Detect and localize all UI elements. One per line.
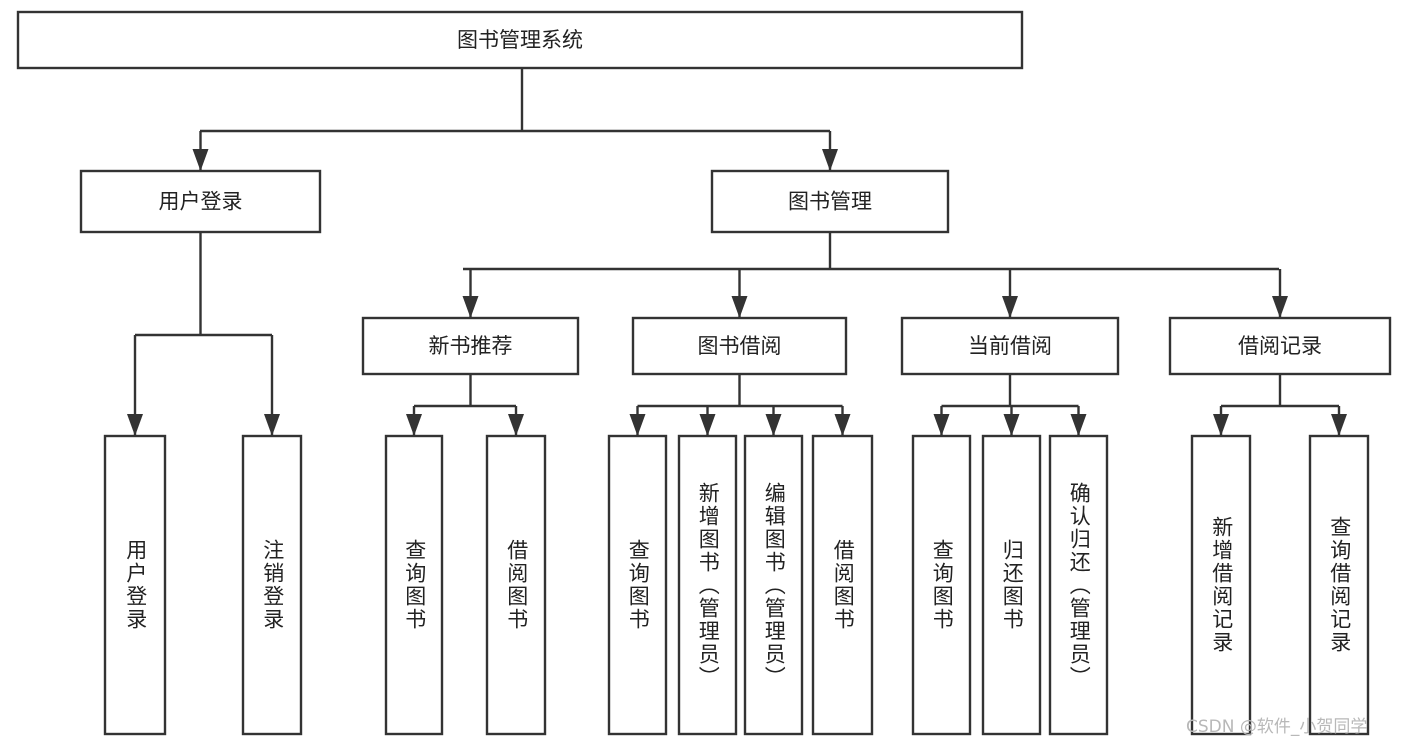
arrow-head-icon xyxy=(765,414,782,436)
node-label-level3-2: 当前借阅 xyxy=(968,334,1052,358)
node-label-level2-1: 图书管理 xyxy=(788,190,872,214)
arrow-head-icon xyxy=(822,149,838,171)
node-label-level3-0: 新书推荐 xyxy=(429,334,513,358)
arrow-head-icon xyxy=(462,296,479,318)
arrow-head-icon xyxy=(192,149,209,171)
node-level2-node-e59bbee4b9a6e7aea1e79086[interactable] xyxy=(710,169,950,234)
csdn-watermark: CSDN @软件_小贺同学 xyxy=(1186,717,1368,737)
arrow-head-icon xyxy=(406,414,422,436)
node-leaf-2-node-e69fa5e8afa2e59bbee4b9a6[interactable] xyxy=(384,434,444,736)
node-leaf-5-node-e696b0e5a29ee59bbee4b9a6efbc88e7aea1e79086e59198efbc89[interactable] xyxy=(677,434,738,736)
node-label-root: 图书管理系统 xyxy=(457,28,583,52)
node-level3-node-e59bbee4b9a6e5809fe99885[interactable] xyxy=(631,316,848,376)
node-leaf-7-node-e5809fe99885e59bbee4b9a6[interactable] xyxy=(811,434,874,736)
node-level2-node-e794a8e688b7e799bbe5bd95[interactable] xyxy=(79,169,322,234)
arrow-head-icon xyxy=(699,414,716,436)
node-leaf-0-node-e794a8e688b7e799bbe5bd95[interactable] xyxy=(103,434,167,736)
arrow-head-icon xyxy=(127,414,143,436)
node-leaf-1-node-e6b3a8e99480e799bbe5bd95[interactable] xyxy=(241,434,303,736)
node-label-level2-0: 用户登录 xyxy=(159,190,243,214)
node-level3-node-e5bd93e5898de5809fe99885[interactable] xyxy=(900,316,1120,376)
arrow-head-icon xyxy=(508,414,524,436)
arrow-head-icon xyxy=(834,414,851,436)
node-boxes-layer xyxy=(16,10,1392,736)
arrow-head-icon xyxy=(933,414,950,436)
arrow-head-icon xyxy=(731,296,748,318)
arrow-head-icon xyxy=(1002,296,1018,318)
arrow-head-icon xyxy=(1331,414,1347,436)
arrow-head-icon xyxy=(1213,414,1229,436)
node-leaf-9-node-e5bd92e8bf98e59bbee4b9a6[interactable] xyxy=(981,434,1042,736)
node-label-level3-3: 借阅记录 xyxy=(1238,334,1322,358)
arrow-head-icon xyxy=(629,414,646,436)
node-leaf-12-node-e69fa5e8afa2e5809fe99885e8aeb0e5bd95[interactable] xyxy=(1308,434,1370,736)
arrow-head-icon xyxy=(1070,414,1087,436)
arrow-head-icon xyxy=(264,414,280,436)
node-leaf-8-node-e69fa5e8afa2e59bbee4b9a6[interactable] xyxy=(911,434,972,736)
node-root-node-e59bbee4b9a6e7aea1e79086e7b3bbe7bb9f[interactable] xyxy=(16,10,1024,70)
node-leaf-4-node-e69fa5e8afa2e59bbee4b9a6[interactable] xyxy=(607,434,668,736)
node-leaf-6-node-e7bc96e8be91e59bbee4b9a6efbc88e7aea1e79086e59198efbc89[interactable] xyxy=(743,434,804,736)
node-leaf-11-node-e696b0e5a29ee5809fe99885e8aeb0e5bd95[interactable] xyxy=(1190,434,1252,736)
node-leaf-3-node-e5809fe99885e59bbee4b9a6[interactable] xyxy=(485,434,547,736)
arrow-head-icon xyxy=(1003,414,1020,436)
connector-edges-layer xyxy=(127,68,1347,436)
node-level3-node-e696b0e4b9a6e68ea8e88d90[interactable] xyxy=(361,316,580,376)
node-leaf-10-node-e7a1aee8aea4e5bd92e8bf98efbc88e7aea1e79086e59198efbc89[interactable] xyxy=(1048,434,1109,736)
node-label-level3-1: 图书借阅 xyxy=(698,334,782,358)
node-level3-node-e5809fe99885e8aeb0e5bd95[interactable] xyxy=(1168,316,1392,376)
arrow-head-icon xyxy=(1272,296,1288,318)
